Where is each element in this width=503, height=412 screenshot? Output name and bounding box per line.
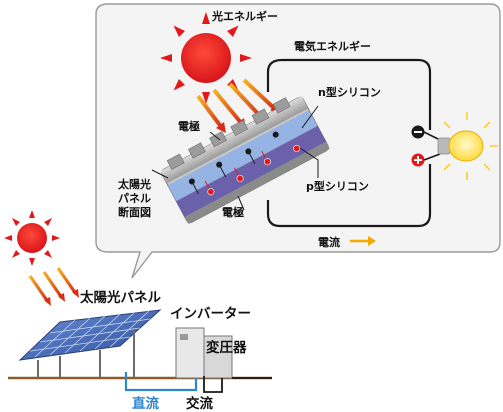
light-rays xyxy=(196,78,278,130)
solar-panel-array xyxy=(18,309,162,378)
sun-icon xyxy=(160,12,252,104)
solar-panel-label: 太陽光パネル xyxy=(80,289,161,306)
panel-cross-section xyxy=(160,95,330,225)
light-energy-label: 光エネルギー xyxy=(211,9,278,23)
dc-wire xyxy=(124,370,198,392)
current-arrow-icon xyxy=(350,236,376,246)
p-type-label: p型シリコン xyxy=(306,179,369,193)
small-sun-icon xyxy=(4,210,60,266)
light-bulb-icon xyxy=(437,112,498,180)
plus-terminal-icon xyxy=(411,153,425,167)
electrode-bottom-label: 電極 xyxy=(222,205,244,219)
inverter-box xyxy=(175,327,205,379)
current-label: 電流 xyxy=(318,235,340,249)
cross-section-label-2: パネル xyxy=(118,192,151,205)
inverter-label: インバーター xyxy=(170,306,251,322)
cross-section-label-1: 太陽光 xyxy=(117,177,151,191)
ac-wire xyxy=(203,376,223,393)
transformer-box xyxy=(203,335,233,379)
electrode-top-label: 電極 xyxy=(178,119,200,133)
minus-terminal-icon xyxy=(411,125,425,139)
ac-label: 交流 xyxy=(186,395,213,412)
transformer-label: 変圧器 xyxy=(206,339,247,356)
n-type-label: n型シリコン xyxy=(318,85,381,99)
electric-energy-label: 電気エネルギー xyxy=(294,39,371,53)
cross-section-label-3: 断面図 xyxy=(118,205,151,219)
dc-label: 直流 xyxy=(132,395,159,412)
circuit-wire xyxy=(266,58,432,228)
